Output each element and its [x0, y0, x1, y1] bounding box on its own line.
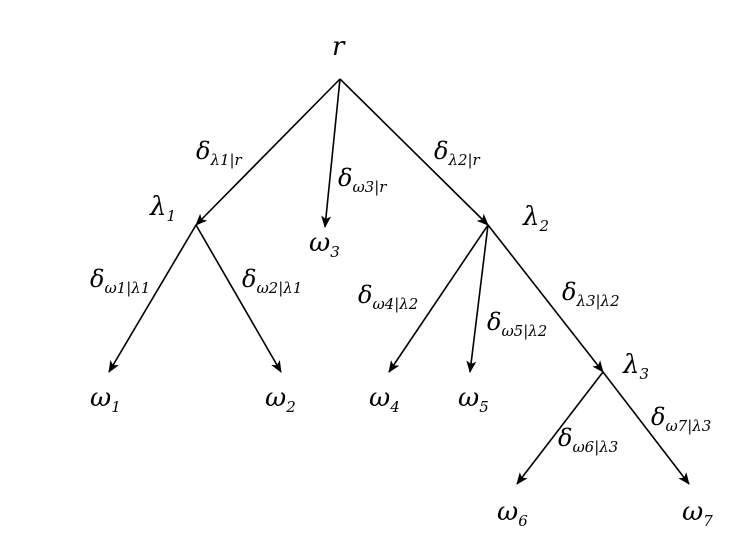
- edge-lambda2-lambda3: [487, 224, 604, 373]
- edge-r-lambda1: [195, 78, 341, 226]
- node-label-lambda1: λ1: [149, 192, 176, 225]
- edge-lambda1-omega1: [108, 224, 197, 373]
- node-label-lambda2: λ2: [522, 202, 549, 235]
- edge-lambda2-omega4: [388, 224, 489, 373]
- edge-label-lambda1-r: δλ1|r: [196, 137, 243, 169]
- edge-label-omega5-lambda2: δω5|λ2: [487, 308, 547, 340]
- node-label-lambda3: λ3: [622, 350, 649, 383]
- node-label-omega5: ω5: [458, 383, 489, 416]
- node-label-omega2: ω2: [265, 383, 296, 416]
- edge-lambda2-omega5: [466, 224, 489, 373]
- edge-lambda1-omega2: [195, 224, 282, 373]
- edge-label-lambda2-r: δλ2|r: [434, 137, 481, 169]
- node-label-r: r: [332, 32, 346, 62]
- edge-r-lambda2: [339, 78, 489, 226]
- edge-lambda3-omega7: [602, 371, 690, 485]
- edge-label-omega7-lambda3: δω7|λ3: [651, 403, 711, 435]
- node-label-omega6: ω6: [497, 497, 528, 530]
- edge-label-omega6-lambda3: δω6|λ3: [558, 424, 618, 456]
- edge-lambda3-omega6: [516, 371, 604, 485]
- node-label-omega3: ω3: [309, 228, 340, 261]
- edge-r-omega3: [321, 78, 341, 228]
- node-label-omega1: ω1: [90, 383, 121, 416]
- node-label-omega7: ω7: [682, 497, 713, 530]
- edge-label-omega1-lambda1: δω1|λ1: [90, 265, 150, 297]
- edge-label-lambda3-lambda2: δλ3|λ2: [562, 278, 620, 310]
- node-label-omega4: ω4: [369, 383, 400, 416]
- edge-label-omega2-lambda1: δω2|λ1: [242, 265, 302, 297]
- edge-label-omega4-lambda2: δω4|λ2: [358, 281, 418, 313]
- edge-label-omega3-r: δω3|r: [338, 164, 387, 196]
